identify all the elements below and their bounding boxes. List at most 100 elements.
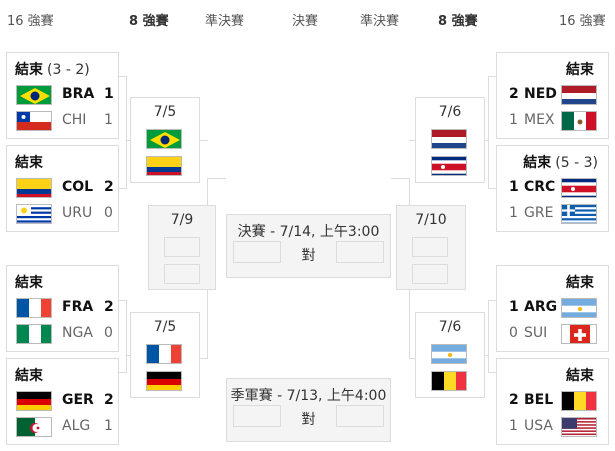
quarterfinal-fra-ger[interactable]: 7/5 [130, 312, 200, 398]
team-code: BEL [524, 392, 554, 408]
team-goals: 1 [104, 86, 114, 102]
team-goals: 1 [509, 112, 518, 128]
header-semifinal-right: 準決賽 [360, 14, 400, 29]
team-goals: 2 [104, 179, 114, 195]
match-card-col-uru[interactable]: 結束 COL 2 URU 0 [6, 145, 119, 232]
match-status: 結束(5 - 3) [523, 155, 598, 171]
third-place-title: 季軍賽 - 7/13, 上午4:00 [230, 388, 387, 404]
header-quarterfinal-right: 8 強賽 [438, 14, 478, 29]
team-code: GRE [524, 205, 554, 221]
team-goals: 2 [509, 392, 519, 408]
greece-flag-icon [561, 204, 597, 224]
match-date: 7/6 [438, 319, 462, 335]
team-slot-empty [336, 405, 384, 427]
argentina-flag-icon [431, 344, 467, 364]
match-status: 結束 [15, 275, 43, 291]
match-card-crc-gre[interactable]: 結束(5 - 3) 1 CRC 1 GRE [496, 145, 609, 232]
team-code: FRA [62, 299, 94, 315]
brazil-flag-icon [146, 129, 182, 149]
team-goals: 0 [509, 325, 518, 341]
team-code: ARG [524, 299, 558, 315]
header-round-of-16-left: 16 強賽 [7, 14, 54, 29]
third-place-match[interactable]: 季軍賽 - 7/13, 上午4:00 對 [226, 378, 391, 442]
team-code: SUI [524, 325, 548, 341]
costa-rica-flag-icon [431, 156, 467, 176]
match-status: 結束 [566, 275, 594, 291]
netherlands-flag-icon [431, 129, 467, 149]
team-goals: 1 [104, 418, 113, 434]
header-semifinal-left: 準決賽 [205, 14, 245, 29]
algeria-flag-icon [16, 417, 52, 437]
argentina-flag-icon [561, 298, 597, 318]
match-date: 7/10 [415, 212, 447, 228]
match-card-ned-mex[interactable]: 結束 2 NED 1 MEX [496, 52, 609, 139]
brazil-flag-icon [16, 85, 52, 105]
team-code: URU [62, 205, 93, 221]
match-date: 7/6 [438, 104, 462, 120]
team-slot-empty [412, 264, 448, 284]
quarterfinal-ned-crc[interactable]: 7/6 [415, 97, 485, 183]
quarterfinal-bra-col[interactable]: 7/5 [130, 97, 200, 183]
quarterfinal-arg-bel[interactable]: 7/6 [415, 312, 485, 398]
costa-rica-flag-icon [561, 178, 597, 198]
versus-label: 對 [301, 412, 316, 428]
header-final: 決賽 [292, 14, 319, 29]
final-match[interactable]: 決賽 - 7/14, 上午3:00 對 [226, 214, 391, 278]
colombia-flag-icon [146, 156, 182, 176]
team-code: ALG [62, 418, 91, 434]
mexico-flag-icon [561, 111, 597, 131]
team-slot-empty [164, 237, 200, 257]
team-goals: 1 [509, 299, 519, 315]
match-status: 結束 [566, 368, 594, 384]
team-slot-empty [336, 241, 384, 263]
match-date: 7/5 [153, 319, 177, 335]
versus-label: 對 [301, 248, 316, 264]
team-goals: 2 [509, 86, 519, 102]
team-code: COL [62, 179, 94, 195]
match-card-ger-alg[interactable]: 結束 GER 2 ALG 1 [6, 358, 119, 445]
match-status: 結束 [15, 368, 43, 384]
team-code: NED [524, 86, 557, 102]
team-goals: 1 [509, 179, 519, 195]
team-slot-empty [164, 264, 200, 284]
match-card-fra-nga[interactable]: 結束 FRA 2 NGA 0 [6, 265, 119, 352]
usa-flag-icon [561, 417, 597, 437]
match-card-bra-chi[interactable]: 結束(3 - 2) BRA 1 CHI 1 [6, 52, 119, 139]
final-title: 決賽 - 7/14, 上午3:00 [237, 224, 380, 240]
team-goals: 0 [104, 325, 113, 341]
team-goals: 2 [104, 299, 114, 315]
team-goals: 2 [104, 392, 114, 408]
germany-flag-icon [16, 391, 52, 411]
chile-flag-icon [16, 111, 52, 131]
team-code: NGA [62, 325, 93, 341]
semifinal-right[interactable]: 7/10 [396, 205, 466, 290]
team-code: MEX [524, 112, 555, 128]
france-flag-icon [146, 344, 182, 364]
header-round-of-16-right: 16 強賽 [559, 14, 606, 29]
match-date: 7/9 [170, 212, 194, 228]
team-code: BRA [62, 86, 95, 102]
match-status: 結束 [566, 62, 594, 78]
match-card-bel-usa[interactable]: 結束 2 BEL 1 USA [496, 358, 609, 445]
nigeria-flag-icon [16, 324, 52, 344]
team-goals: 0 [104, 205, 113, 221]
team-code: CRC [524, 179, 556, 195]
semifinal-left[interactable]: 7/9 [148, 205, 216, 290]
belgium-flag-icon [561, 391, 597, 411]
belgium-flag-icon [431, 371, 467, 391]
match-date: 7/5 [153, 104, 177, 120]
match-card-arg-sui[interactable]: 結束 1 ARG 0 SUI [496, 265, 609, 352]
netherlands-flag-icon [561, 85, 597, 105]
team-code: GER [62, 392, 94, 408]
header-quarterfinal-left: 8 強賽 [129, 14, 169, 29]
colombia-flag-icon [16, 178, 52, 198]
france-flag-icon [16, 298, 52, 318]
team-code: USA [524, 418, 553, 434]
team-goals: 1 [104, 112, 113, 128]
team-slot-empty [233, 405, 281, 427]
team-goals: 1 [509, 205, 518, 221]
switzerland-flag-icon [561, 324, 597, 344]
team-slot-empty [412, 237, 448, 257]
team-code: CHI [62, 112, 87, 128]
match-status: 結束 [15, 155, 43, 171]
